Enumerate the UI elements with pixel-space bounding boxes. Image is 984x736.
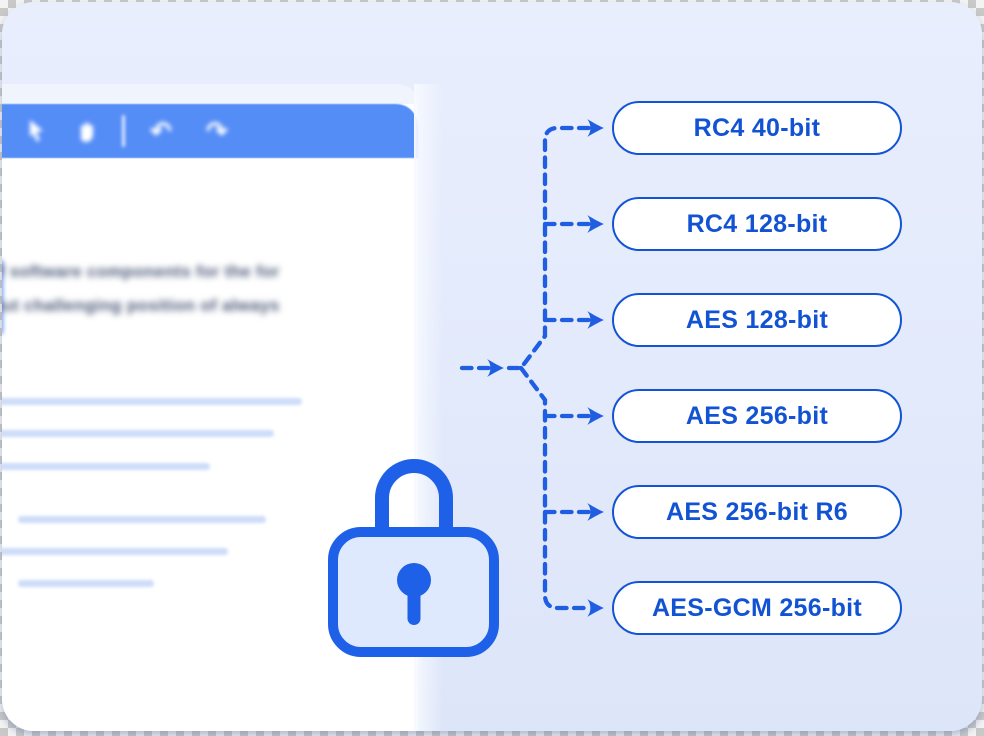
blurred-text-line: r of software components for the for bbox=[2, 262, 280, 281]
placeholder-text-bar bbox=[2, 548, 228, 555]
lock-icon bbox=[328, 459, 499, 657]
placeholder-text-bar bbox=[2, 463, 210, 470]
encryption-option-label: RC4 40-bit bbox=[693, 113, 821, 142]
encryption-option-pill[interactable]: AES 256-bit bbox=[612, 389, 902, 443]
hand-icon[interactable] bbox=[74, 104, 98, 158]
undo-icon[interactable]: ↶ bbox=[150, 116, 172, 146]
document-window: ↶ ↷ r of software components for the for… bbox=[2, 84, 418, 731]
encryption-option-pill[interactable]: AES-GCM 256-bit bbox=[612, 581, 902, 635]
encryption-option-pill[interactable]: RC4 40-bit bbox=[612, 101, 902, 155]
encryption-option-label: AES-GCM 256-bit bbox=[651, 593, 863, 622]
divider bbox=[122, 115, 125, 147]
placeholder-text-bar bbox=[18, 516, 266, 523]
encryption-option-label: AES 128-bit bbox=[685, 305, 829, 334]
arrowheads bbox=[487, 119, 604, 617]
window-header bbox=[2, 84, 418, 104]
encryption-option-pill[interactable]: AES 256-bit R6 bbox=[612, 485, 902, 539]
encryption-option-label: RC4 128-bit bbox=[686, 209, 828, 238]
encryption-option-pill[interactable]: AES 128-bit bbox=[612, 293, 902, 347]
clipped-blue-element bbox=[2, 260, 3, 334]
encryption-option-label: AES 256-bit bbox=[685, 401, 829, 430]
placeholder-text-bar bbox=[2, 430, 274, 437]
cursor-icon[interactable] bbox=[24, 104, 48, 158]
encryption-option-pill[interactable]: RC4 128-bit bbox=[612, 197, 902, 251]
redo-icon[interactable]: ↷ bbox=[206, 116, 228, 146]
placeholder-text-bar bbox=[2, 398, 302, 405]
encryption-option-label: AES 256-bit R6 bbox=[665, 497, 849, 526]
editor-toolbar: ↶ ↷ bbox=[2, 104, 418, 158]
placeholder-text-bar bbox=[18, 580, 154, 587]
blurred-text-line: g but challenging position of always bbox=[2, 296, 280, 315]
dashed-connectors bbox=[459, 125, 593, 611]
